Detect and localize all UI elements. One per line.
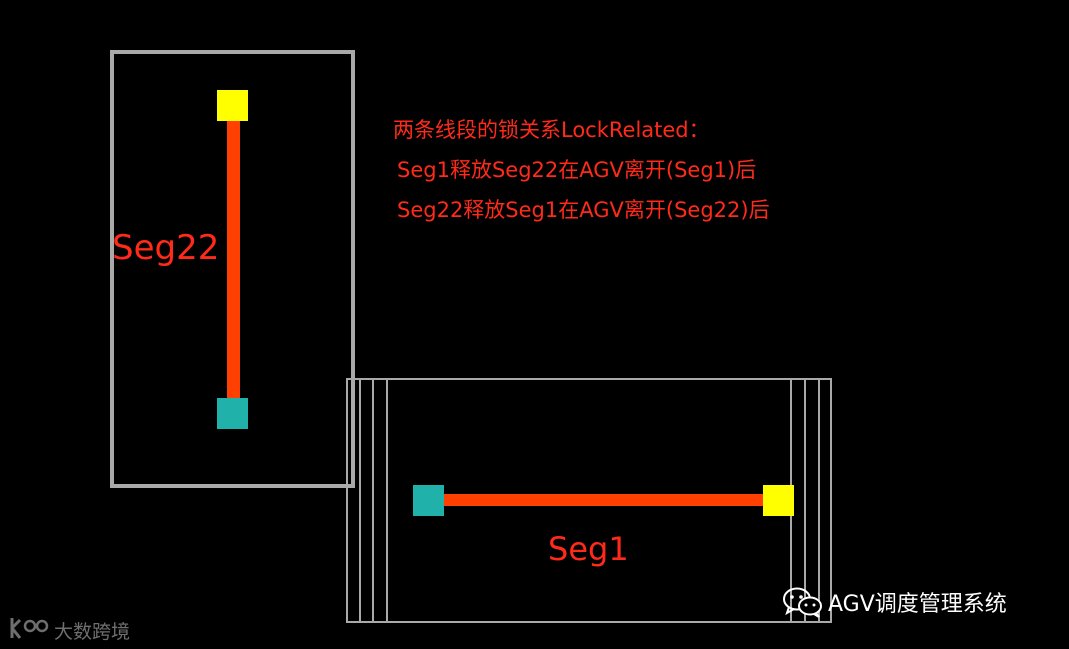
- seg22-start-node: [217, 90, 248, 121]
- seg1-line: [430, 494, 780, 506]
- lock-related-title: 两条线段的锁关系LockRelated：: [393, 118, 710, 142]
- seg1-frame: [346, 378, 832, 623]
- watermark-logo-icon: [10, 618, 49, 639]
- seg1-start-node: [413, 485, 444, 516]
- seg22-label: Seg22: [112, 228, 220, 268]
- lock-rule-seg22: Seg22释放Seg1在AGV离开(Seg22)后: [397, 198, 770, 222]
- seg1-frame-line-left-1: [359, 378, 361, 623]
- seg1-label: Seg1: [548, 530, 629, 568]
- seg1-frame-line-right-3: [818, 378, 820, 623]
- lock-rule-seg1: Seg1释放Seg22在AGV离开(Seg1)后: [397, 158, 757, 182]
- seg22-end-node: [217, 398, 248, 429]
- wechat-icon: [783, 587, 822, 618]
- seg1-frame-line-left-2: [372, 378, 374, 623]
- seg1-end-node: [763, 485, 794, 516]
- seg22-frame: [110, 50, 355, 488]
- seg1-frame-line-left-3: [386, 378, 388, 623]
- account-name: AGV调度管理系统: [828, 592, 1007, 617]
- watermark-text: 大数跨境: [54, 621, 131, 643]
- seg1-frame-line-right-2: [804, 378, 806, 623]
- seg22-line: [227, 110, 240, 410]
